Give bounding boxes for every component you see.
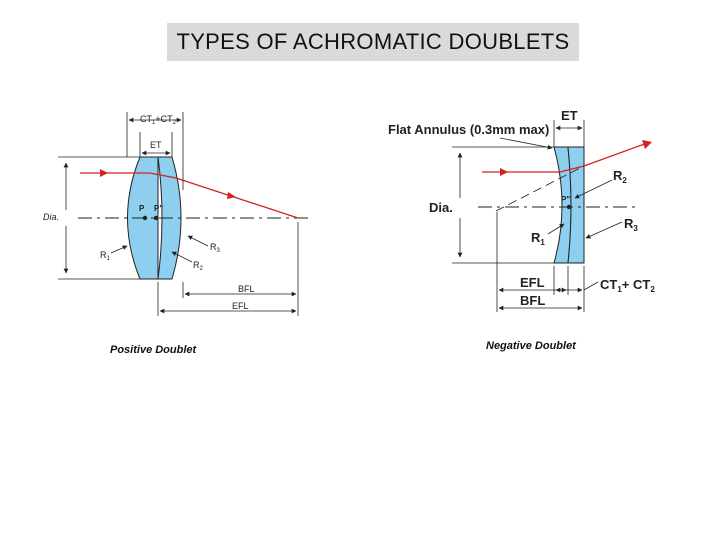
positive-bfl-label: BFL <box>238 284 255 294</box>
positive-doublet-diagram: CT1+CT2 ET Dia. P P" R1 R2 R3 BFL EFL <box>43 112 312 316</box>
negative-lens-element-2 <box>567 146 585 264</box>
negative-r1-label: R1 <box>531 230 545 247</box>
negative-bfl-label: BFL <box>520 293 545 308</box>
negative-p-prime-label: P" <box>561 195 570 204</box>
positive-r2-label: R2 <box>193 260 204 272</box>
positive-r1-label: R1 <box>100 250 111 262</box>
slide-title-box: TYPES OF ACHROMATIC DOUBLETS <box>167 23 579 61</box>
positive-r3-label: R3 <box>210 242 221 254</box>
negative-r3-label: R3 <box>624 216 638 233</box>
negative-doublet-diagram: Flat Annulus (0.3mm max) ET Dia. P" R1 R… <box>388 108 655 312</box>
positive-light-ray <box>80 172 299 219</box>
slide-title: TYPES OF ACHROMATIC DOUBLETS <box>176 29 570 54</box>
negative-et-label: ET <box>561 108 578 123</box>
negative-doublet-caption: Negative Doublet <box>486 340 576 352</box>
positive-p-label: P <box>139 204 145 213</box>
negative-dia-label: Dia. <box>429 200 453 215</box>
positive-efl-label: EFL <box>232 301 249 311</box>
positive-dia-label: Dia. <box>43 212 59 222</box>
negative-flat-annulus-label: Flat Annulus (0.3mm max) <box>388 122 549 137</box>
negative-efl-label: EFL <box>520 275 545 290</box>
positive-et-label: ET <box>150 140 162 150</box>
positive-ct-label: CT1+CT2 <box>140 114 177 126</box>
positive-doublet-caption: Positive Doublet <box>110 344 197 356</box>
positive-p-prime-label: P" <box>154 204 163 213</box>
negative-r2-label: R2 <box>613 168 627 185</box>
negative-light-ray <box>482 141 651 173</box>
negative-ct-label: CT1+ CT2 <box>600 277 655 294</box>
